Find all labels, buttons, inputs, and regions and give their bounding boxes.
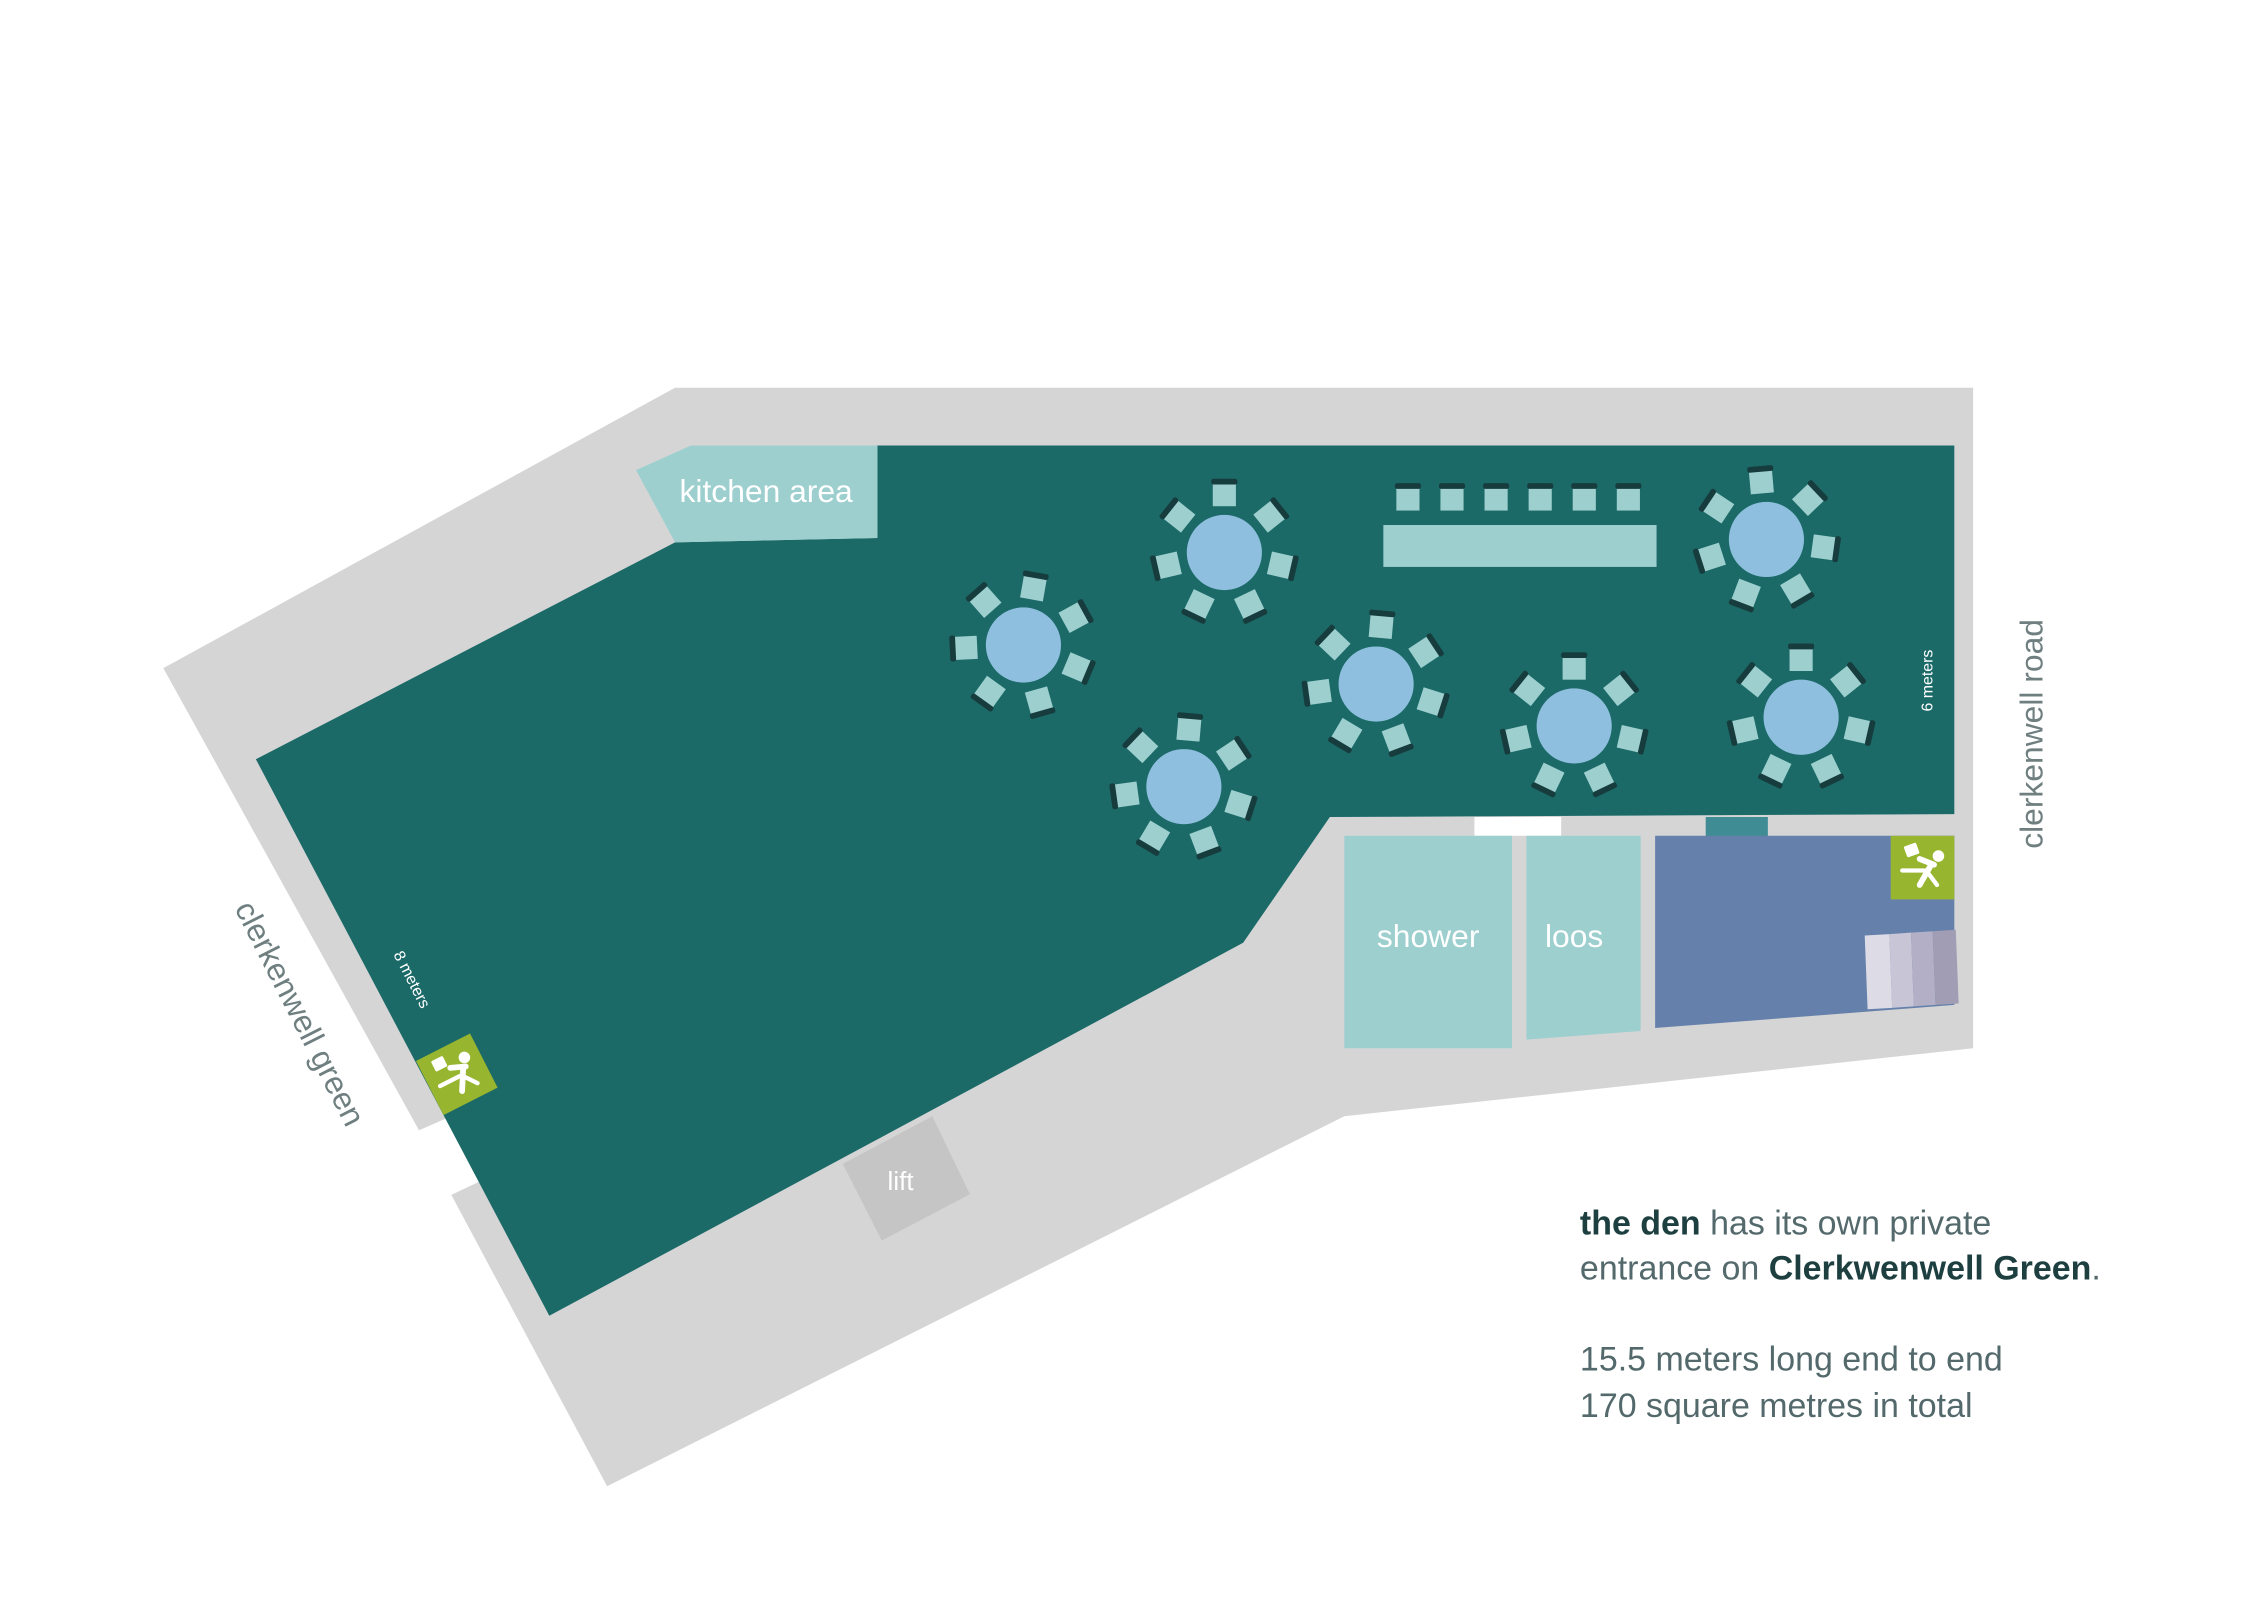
chair: [1830, 662, 1866, 698]
chair: [1234, 589, 1268, 624]
chair: [1109, 781, 1140, 810]
chair: [1747, 465, 1774, 495]
chair: [970, 675, 1006, 712]
chair: [1561, 652, 1588, 680]
chair: [1616, 724, 1649, 755]
chair: [1181, 589, 1215, 624]
kitchen-label: kitchen area: [680, 473, 854, 509]
chair: [1216, 735, 1252, 771]
entrance-gap[interactable]: [414, 1116, 480, 1196]
running-man-icon: [431, 1051, 480, 1094]
chair: [1780, 573, 1815, 609]
kitchen-area: [636, 445, 878, 543]
shower-label: shower: [1377, 918, 1480, 954]
chair: [1394, 483, 1421, 511]
loos-room: [1526, 835, 1641, 1040]
chair: [1527, 483, 1554, 511]
chair: [949, 635, 978, 662]
chair: [1736, 662, 1773, 698]
round-table-group: [1726, 643, 1876, 789]
lift: [842, 1116, 970, 1241]
chair: [1314, 624, 1351, 661]
chair: [1224, 789, 1258, 822]
chair: [1810, 534, 1841, 563]
shower-room: [1344, 835, 1513, 1049]
round-table-group: [949, 570, 1096, 719]
chair: [1328, 717, 1363, 754]
round-table-group: [1692, 465, 1841, 613]
round-table: [1146, 749, 1222, 825]
long-table: [1383, 525, 1657, 567]
info-line-1: the den has its own private: [1580, 1205, 1991, 1243]
round-table-group: [1150, 478, 1299, 624]
chair: [1408, 633, 1444, 669]
chair: [1058, 599, 1094, 634]
chair: [965, 582, 1002, 618]
chair: [1531, 762, 1565, 798]
lift-label: lift: [888, 1166, 915, 1196]
round-table: [1338, 646, 1414, 722]
chair: [1416, 687, 1450, 719]
round-table: [1728, 501, 1804, 578]
chair: [1135, 820, 1171, 856]
door[interactable]: [1705, 817, 1768, 838]
chair: [1843, 716, 1876, 746]
chair: [1301, 678, 1332, 707]
round-table: [1186, 514, 1262, 591]
round-table-group: [1109, 712, 1258, 860]
chair: [1483, 483, 1510, 511]
chair: [1698, 488, 1735, 524]
chair: [1061, 652, 1096, 685]
fire-exit-sign: [1890, 835, 1955, 900]
fire-exit-sign: [415, 1033, 498, 1116]
stairs: [1864, 929, 1959, 1010]
chair: [1499, 724, 1532, 755]
info-area: 170 square metres in total: [1580, 1387, 1973, 1425]
main-floor: [255, 445, 1955, 1316]
chair: [1692, 542, 1726, 574]
info-length: 15.5 meters long end to end: [1580, 1341, 2003, 1379]
chair: [1122, 727, 1159, 764]
chair: [1253, 497, 1290, 533]
chair: [1150, 551, 1182, 582]
round-table: [1763, 679, 1839, 755]
depth-dimension: 6 meters: [1920, 650, 1937, 712]
chair: [1024, 686, 1056, 719]
chair: [1726, 716, 1759, 746]
chair: [1810, 753, 1845, 789]
chair: [1439, 483, 1466, 511]
chair: [1176, 712, 1204, 742]
chair: [1159, 497, 1196, 533]
chair: [1583, 762, 1618, 798]
chair: [1189, 825, 1222, 860]
round-table-group: [1301, 609, 1450, 757]
chair: [1603, 670, 1640, 707]
street-label-road: clerkenwell road: [2014, 619, 2050, 849]
chair: [1615, 483, 1642, 511]
round-table-group: [1499, 652, 1649, 798]
chair: [1728, 578, 1761, 613]
chair: [1266, 551, 1299, 582]
chair: [1368, 609, 1396, 639]
loos-label: loos: [1545, 918, 1603, 954]
chair: [1758, 753, 1792, 789]
info-line-2: entrance on Clerkwenwell Green.: [1580, 1250, 2101, 1288]
chair: [1791, 480, 1828, 516]
chair: [1788, 643, 1815, 672]
door-opening[interactable]: [1474, 817, 1562, 836]
chair: [1211, 478, 1238, 507]
chair: [1381, 723, 1414, 757]
round-table: [1536, 688, 1612, 764]
round-table: [985, 607, 1062, 683]
chair: [1571, 483, 1598, 511]
chair: [1509, 670, 1546, 707]
running-man-icon: [1900, 842, 1945, 888]
chair: [1020, 570, 1049, 602]
